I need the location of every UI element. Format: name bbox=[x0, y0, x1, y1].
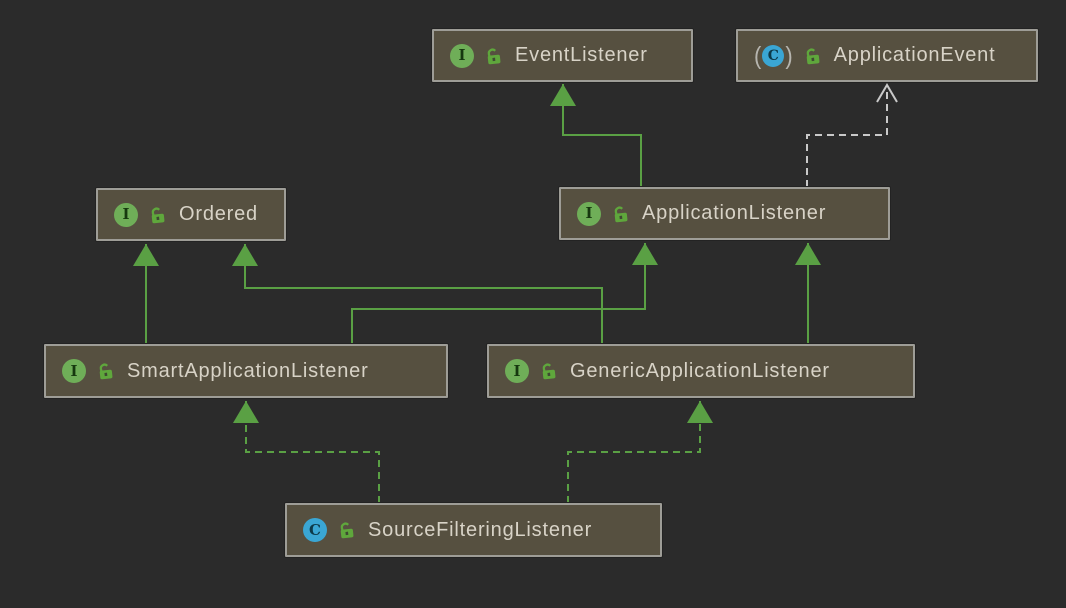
lock-icon bbox=[542, 363, 556, 380]
abstract-class-icon: ( C ) bbox=[754, 40, 793, 70]
lock-icon bbox=[487, 48, 501, 64]
class-name-label: SmartApplicationListener bbox=[127, 359, 369, 382]
class-name-label: Ordered bbox=[179, 203, 258, 225]
lock-icon bbox=[806, 48, 820, 64]
lock-icon bbox=[340, 522, 354, 539]
lock-icon bbox=[99, 363, 113, 380]
interface-icon: I bbox=[577, 201, 601, 226]
interface-icon: I bbox=[450, 43, 474, 68]
interface-icon: I bbox=[62, 359, 86, 383]
edge-smart-extends-application-listener bbox=[351, 243, 658, 344]
class-node-ordered[interactable]: I Ordered bbox=[96, 188, 286, 241]
class-node-event-listener[interactable]: I EventListener bbox=[432, 29, 693, 82]
class-name-label: SourceFilteringListener bbox=[368, 518, 593, 541]
class-icon: C bbox=[303, 518, 327, 542]
edge-application-listener-depends-on-application-event bbox=[806, 83, 898, 187]
class-node-application-listener[interactable]: I ApplicationListener bbox=[559, 187, 890, 240]
class-name-label: GenericApplicationListener bbox=[570, 359, 830, 382]
class-name-label: ApplicationListener bbox=[642, 202, 827, 224]
lock-icon bbox=[151, 207, 165, 223]
class-node-application-event[interactable]: ( C ) ApplicationEvent bbox=[736, 29, 1038, 82]
class-node-generic-application-listener[interactable]: I GenericApplicationListener bbox=[487, 344, 915, 398]
class-name-label: ApplicationEvent bbox=[833, 44, 996, 66]
edge-source-filtering-implements-generic bbox=[567, 401, 713, 503]
class-node-source-filtering-listener[interactable]: C SourceFilteringListener bbox=[285, 503, 662, 557]
interface-icon: I bbox=[505, 359, 529, 383]
edge-application-listener-extends-event-listener bbox=[550, 84, 642, 187]
class-node-smart-application-listener[interactable]: I SmartApplicationListener bbox=[44, 344, 448, 398]
class-name-label: EventListener bbox=[515, 44, 648, 66]
interface-icon: I bbox=[114, 202, 138, 227]
edge-generic-application-listener-extends-ordered bbox=[232, 244, 603, 344]
edge-source-filtering-implements-smart bbox=[233, 401, 380, 503]
lock-icon bbox=[614, 206, 628, 222]
